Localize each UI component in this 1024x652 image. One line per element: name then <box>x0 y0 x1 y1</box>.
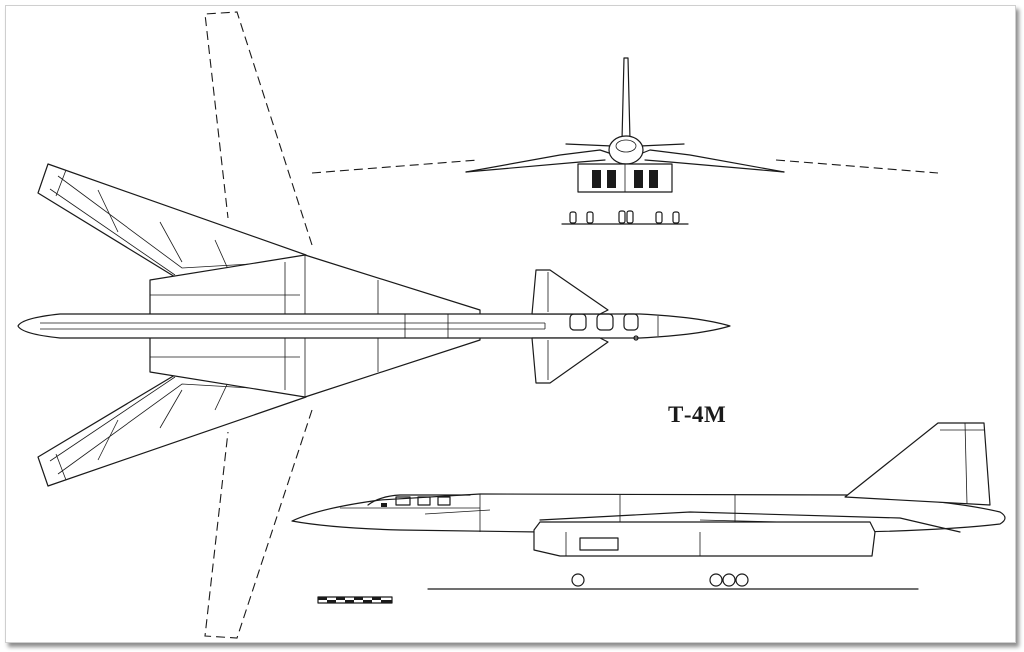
wing-forward-position-outline-bottom <box>204 409 313 639</box>
front-view <box>311 57 939 225</box>
engine-nacelle-side <box>533 521 876 557</box>
scale-bar <box>317 596 393 604</box>
side-view <box>291 422 1006 590</box>
wing-forward-position-outline-top <box>204 11 313 246</box>
landing-gear-front <box>561 210 689 225</box>
lower-canard <box>531 337 609 384</box>
top-view <box>17 11 731 639</box>
vertical-fin-front <box>621 57 631 141</box>
fuselage-top <box>17 313 731 339</box>
aircraft-designation-label: Т-4М <box>668 402 727 427</box>
vertical-fin-side <box>844 422 991 506</box>
upper-canard <box>531 269 609 315</box>
landing-gear-side <box>427 573 919 590</box>
